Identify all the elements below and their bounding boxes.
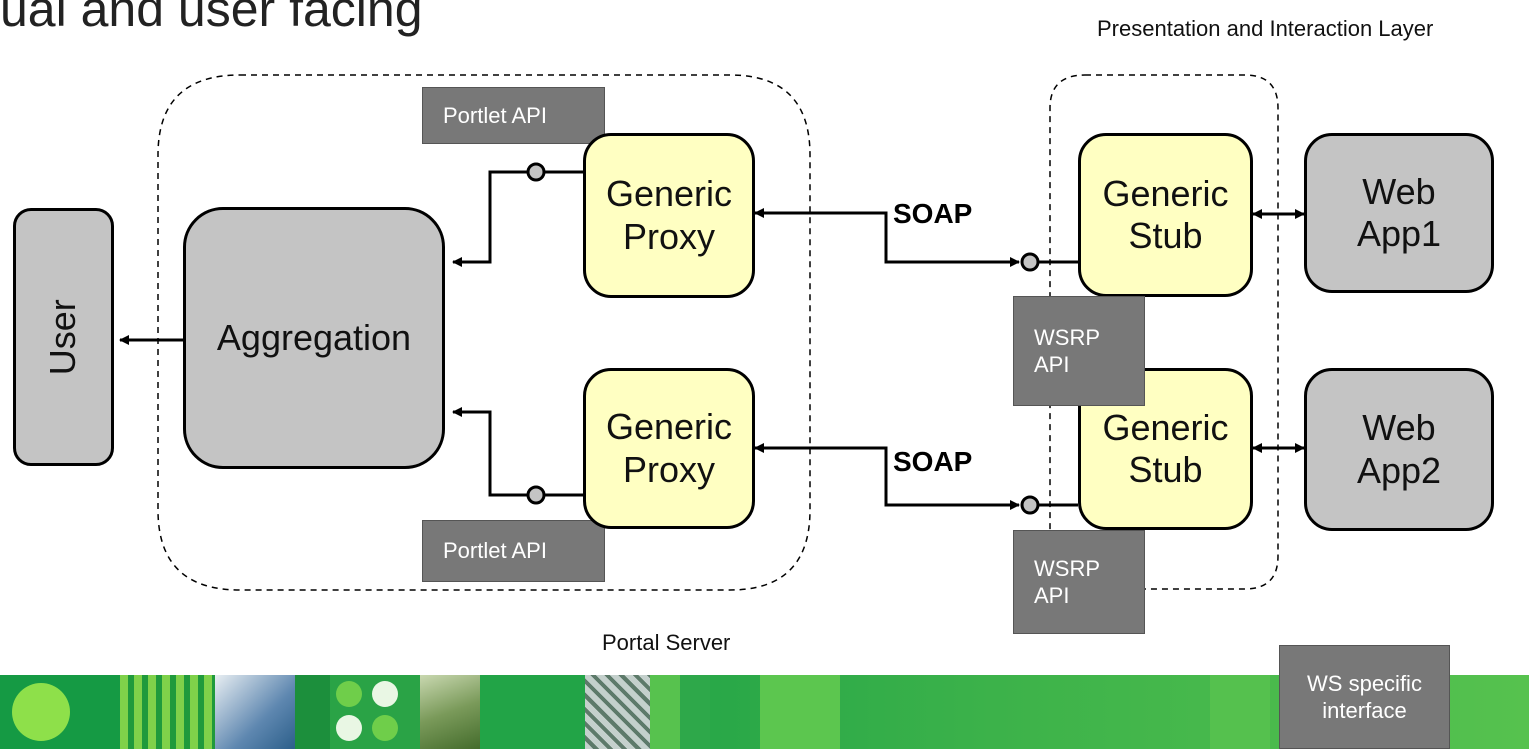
generic-proxy-bottom-label: Generic Proxy	[605, 406, 733, 490]
footer-dot	[372, 715, 398, 741]
portal-server-region	[157, 74, 811, 591]
portlet-api-top: Portlet API	[422, 87, 605, 144]
footer-tile	[295, 675, 330, 749]
footer-circle	[12, 683, 70, 741]
aggregation-label: Aggregation	[216, 316, 412, 358]
generic-proxy-top: Generic Proxy	[583, 133, 755, 298]
connector-proxy-top-to-aggregation	[452, 170, 527, 267]
portlet-api-bottom: Portlet API	[422, 520, 605, 582]
web-app2: Web App2	[1304, 368, 1494, 531]
generic-stub-bottom-label: Generic Stub	[1102, 406, 1229, 490]
generic-stub-top-label: Generic Stub	[1102, 172, 1229, 256]
web-app1: Web App1	[1304, 133, 1494, 293]
footer-photo	[420, 675, 480, 749]
soap-connection-bottom	[754, 443, 1020, 510]
web-app2-label: Web App2	[1356, 407, 1442, 491]
soap-label-top: SOAP	[893, 198, 973, 229]
soap-connection-top	[754, 208, 1020, 267]
footer-stripes	[120, 675, 215, 749]
portal-server-label: Portal Server	[602, 630, 731, 655]
generic-proxy-bottom: Generic Proxy	[583, 368, 755, 529]
footer-tile	[480, 675, 585, 749]
aggregation-node: Aggregation	[183, 207, 445, 469]
web-app1-label: Web App1	[1356, 170, 1442, 254]
footer-dot	[336, 681, 362, 707]
footer-tile	[1210, 675, 1270, 749]
soap-label-bottom: SOAP	[893, 446, 973, 477]
ws-specific-interface: WS specific interface	[1279, 645, 1450, 749]
footer-tile	[760, 675, 840, 749]
footer-banner	[0, 675, 1529, 749]
page-title: ual and user facing	[0, 0, 423, 37]
presentation-layer-label: Presentation and Interaction Layer	[1097, 16, 1434, 41]
presentation-layer-region	[1049, 74, 1279, 590]
footer-tile	[650, 675, 710, 749]
user-label: User	[42, 298, 84, 376]
generic-proxy-top-label: Generic Proxy	[605, 173, 733, 257]
footer-photo	[585, 675, 650, 749]
user-node: User	[13, 208, 114, 466]
wsrp-api-bottom: WSRP API	[1013, 530, 1145, 634]
wsrp-api-top: WSRP API	[1013, 296, 1145, 406]
footer-dot	[372, 681, 398, 707]
footer-photo	[215, 675, 295, 749]
generic-stub-top: Generic Stub	[1078, 133, 1253, 297]
connector-proxy-bottom-to-aggregation	[452, 407, 527, 497]
footer-dot	[336, 715, 362, 741]
